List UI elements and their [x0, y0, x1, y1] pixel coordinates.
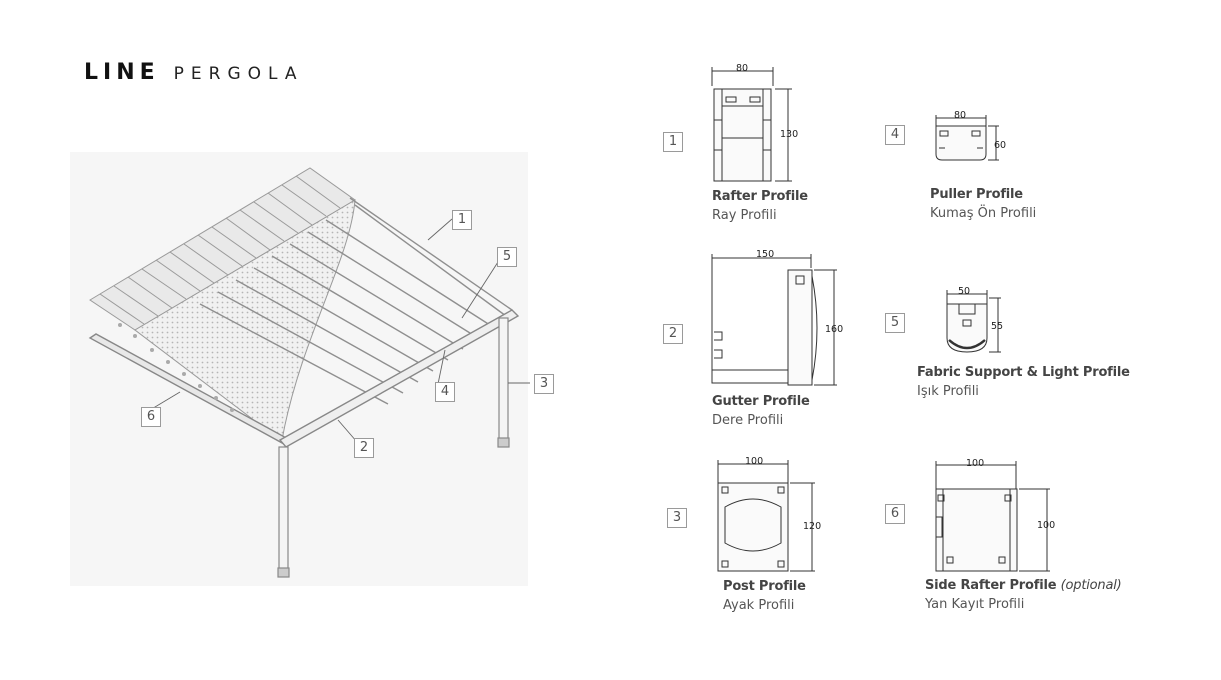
- profile-1-height: 130: [780, 129, 799, 140]
- rafters: [199, 197, 513, 405]
- profile-6-title: Side Rafter Profile: [925, 578, 1057, 593]
- brand-title: LINE PERGOLA: [84, 60, 304, 85]
- profile-6-subtitle: Yan Kayıt Profili: [925, 597, 1025, 612]
- profile-4-height: 60: [994, 140, 1007, 151]
- profile-3-width: 100: [745, 456, 764, 467]
- side-rafter-bolts: [118, 323, 234, 412]
- profile-5-subtitle: Işık Profili: [917, 384, 979, 399]
- profile-1-subtitle: Ray Profili: [712, 208, 777, 223]
- profile-2-width: 150: [756, 249, 775, 260]
- profile-5-width: 50: [958, 286, 971, 297]
- brand-line: LINE: [84, 60, 160, 85]
- profile-2-caption: Gutter Profile Dere Profili: [712, 394, 810, 428]
- profile-2-subtitle: Dere Profili: [712, 413, 784, 428]
- profile-4-subtitle: Kumaş Ön Profili: [930, 206, 1037, 221]
- profile-2-height: 160: [825, 324, 844, 335]
- callout-1: 1: [452, 210, 472, 230]
- profile-6-height: 100: [1037, 520, 1056, 531]
- puller-profile-drawing: [935, 115, 999, 161]
- profile-3-height: 120: [803, 521, 822, 532]
- callout-5: 5: [497, 247, 517, 267]
- profile-2-title: Gutter Profile: [712, 394, 810, 409]
- gutter-profile-drawing: [711, 254, 837, 386]
- profile-2-number: 2: [663, 324, 683, 344]
- callout-2: 2: [354, 438, 374, 458]
- profile-6-width: 100: [966, 458, 985, 469]
- profile-5-height: 55: [991, 321, 1004, 332]
- side-rafter-profile-drawing: [935, 461, 1050, 572]
- profile-6-optional: (optional): [1060, 578, 1122, 593]
- profile-6-caption: Side Rafter Profile (optional) Yan Kayıt…: [925, 578, 1122, 612]
- profile-5-number: 5: [885, 313, 905, 333]
- post-profile-drawing: [717, 460, 815, 572]
- profile-3-subtitle: Ayak Profili: [723, 598, 795, 613]
- profile-6-number: 6: [885, 504, 905, 524]
- callout-4: 4: [435, 382, 455, 402]
- profile-3-caption: Post Profile Ayak Profili: [723, 579, 806, 613]
- fabric-mesh: [134, 199, 356, 441]
- profile-4-width: 80: [954, 110, 967, 121]
- profile-5-title: Fabric Support & Light Profile: [917, 365, 1130, 380]
- profile-1-number: 1: [663, 132, 683, 152]
- profile-1-width: 80: [736, 63, 749, 74]
- profile-5-caption: Fabric Support & Light Profile Işık Prof…: [917, 365, 1130, 399]
- rafter-profile-drawing: [711, 67, 792, 182]
- profile-3-title: Post Profile: [723, 579, 806, 594]
- callout-3: 3: [534, 374, 554, 394]
- profile-1-caption: Rafter Profile Ray Profili: [712, 189, 808, 223]
- profile-4-title: Puller Profile: [930, 187, 1023, 202]
- fabric-support-profile-drawing: [946, 290, 1001, 353]
- profile-4-caption: Puller Profile Kumaş Ön Profili: [930, 187, 1036, 221]
- callout-6: 6: [141, 407, 161, 427]
- profile-3-number: 3: [667, 508, 687, 528]
- profile-4-number: 4: [885, 125, 905, 145]
- profile-1-title: Rafter Profile: [712, 189, 808, 204]
- posts: [277, 317, 510, 578]
- gutter-beam: [278, 309, 520, 448]
- brand-pergola: PERGOLA: [173, 64, 304, 84]
- pergola-drawing: [70, 152, 530, 586]
